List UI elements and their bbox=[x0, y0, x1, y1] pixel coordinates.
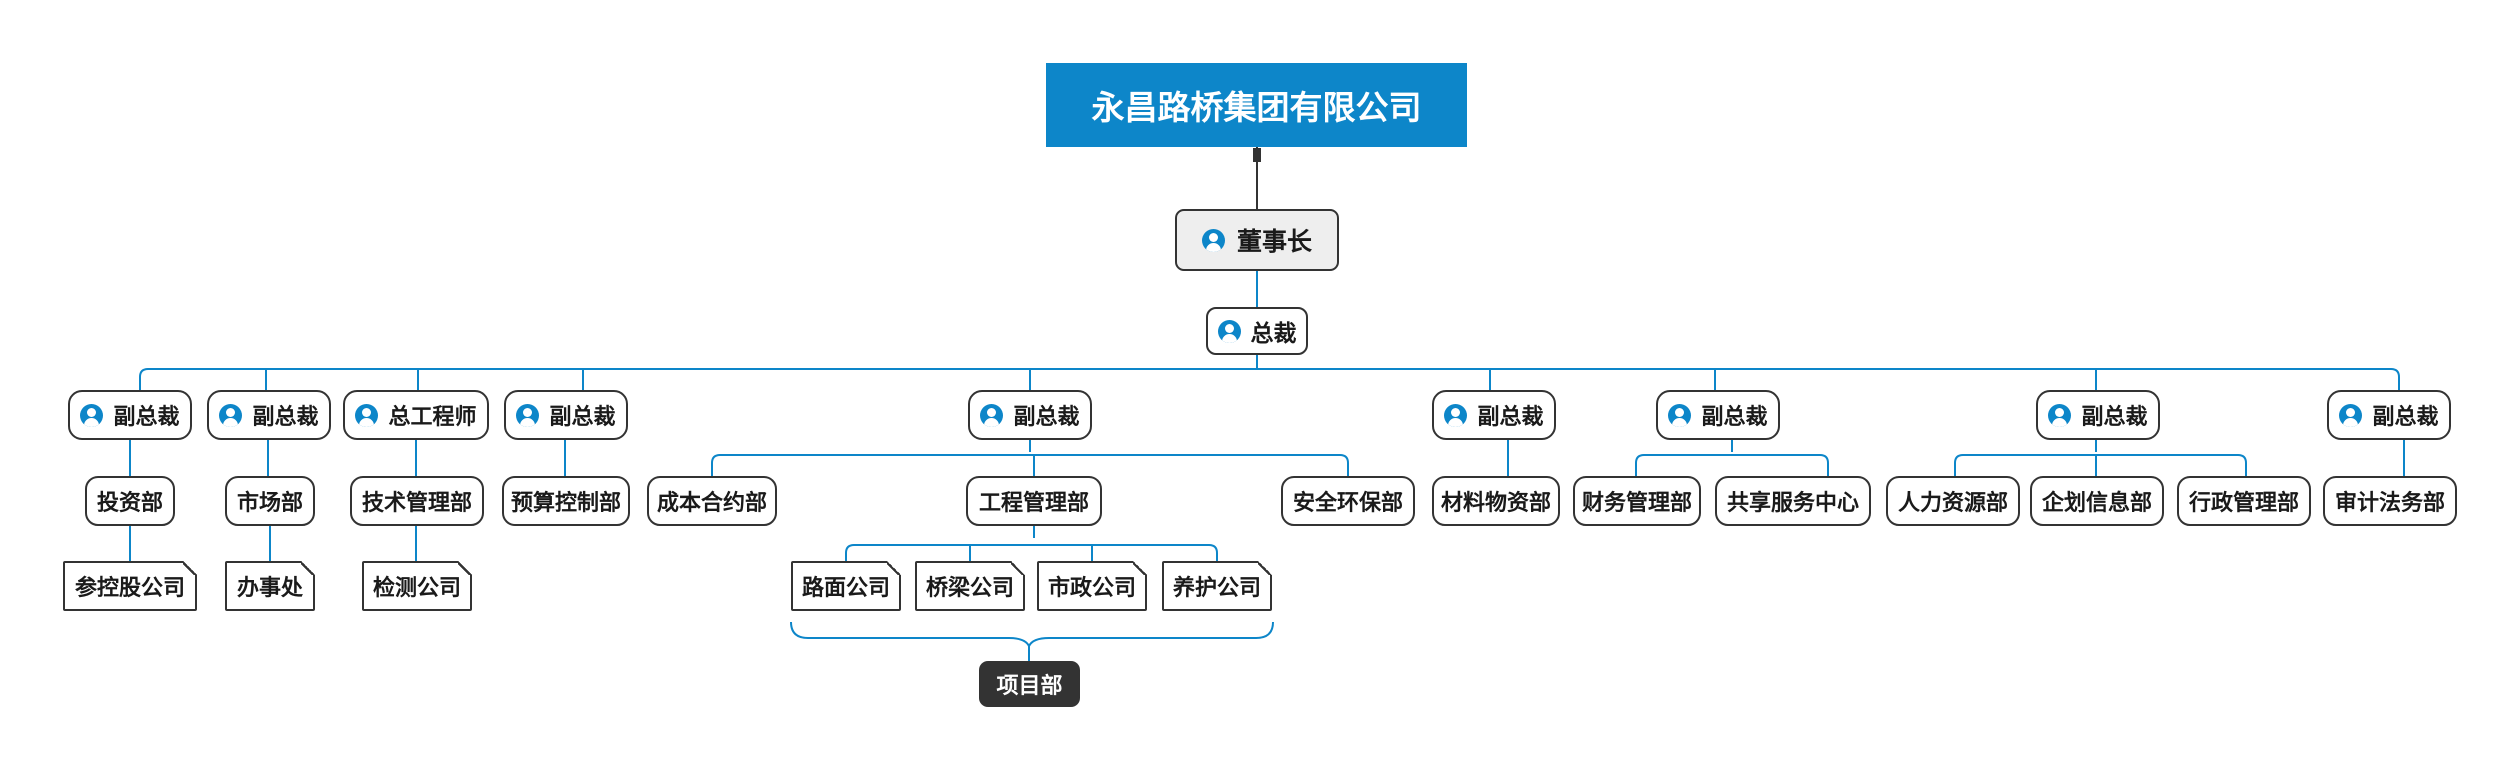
department-label: 人力资源部 bbox=[1897, 491, 2008, 516]
department-node[interactable]: 工程管理部 bbox=[966, 476, 1102, 526]
chairman-node[interactable]: 董事长 bbox=[1175, 209, 1339, 271]
chief-engineer-node[interactable]: 总工程师 bbox=[343, 390, 489, 440]
subunit-node[interactable]: 桥梁公司 bbox=[915, 561, 1025, 611]
executive-node[interactable]: 副总裁 bbox=[1432, 390, 1556, 440]
department-node[interactable]: 材料物资部 bbox=[1432, 476, 1560, 526]
subunit-label: 养护公司 bbox=[1172, 576, 1261, 601]
person-icon bbox=[80, 403, 104, 427]
person-icon bbox=[2048, 403, 2072, 427]
subunit-node[interactable]: 市政公司 bbox=[1037, 561, 1147, 611]
subunit-node[interactable]: 养护公司 bbox=[1162, 561, 1272, 611]
subunit-node[interactable]: 路面公司 bbox=[791, 561, 901, 611]
department-label: 预算控制部 bbox=[510, 491, 621, 516]
department-label: 技术管理部 bbox=[361, 491, 472, 516]
executive-node[interactable]: 副总裁 bbox=[207, 390, 331, 440]
person-icon bbox=[2339, 403, 2363, 427]
project-group-brace bbox=[790, 621, 1274, 649]
executive-node[interactable]: 副总裁 bbox=[1656, 390, 1780, 440]
executives-departments-connector bbox=[129, 440, 2405, 476]
department-node[interactable]: 成本合约部 bbox=[647, 476, 777, 526]
subunit-label: 办事处 bbox=[236, 576, 303, 601]
department-node[interactable]: 投资部 bbox=[85, 476, 175, 526]
subunit-label: 路面公司 bbox=[801, 576, 890, 601]
subunit-label: 桥梁公司 bbox=[925, 576, 1014, 601]
department-label: 行政管理部 bbox=[2188, 491, 2299, 516]
department-node[interactable]: 人力资源部 bbox=[1886, 476, 2020, 526]
executive-node[interactable]: 副总裁 bbox=[504, 390, 628, 440]
company-root-node[interactable]: 永昌路桥集团有限公司 bbox=[1046, 63, 1467, 147]
department-label: 共享服务中心 bbox=[1726, 491, 1859, 516]
executive-label: 副总裁 bbox=[1477, 405, 1544, 430]
department-node[interactable]: 企划信息部 bbox=[2030, 476, 2164, 526]
department-node[interactable]: 安全环保部 bbox=[1281, 476, 1415, 526]
subunit-label: 参控股公司 bbox=[74, 576, 185, 601]
department-label: 工程管理部 bbox=[978, 491, 1089, 516]
department-label: 投资部 bbox=[96, 491, 163, 516]
executive-label: 副总裁 bbox=[549, 405, 616, 430]
department-label: 财务管理部 bbox=[1581, 491, 1692, 516]
executive-label: 副总裁 bbox=[113, 405, 180, 430]
root-connector-handle bbox=[1253, 148, 1261, 162]
person-icon bbox=[219, 403, 243, 427]
executive-label: 副总裁 bbox=[2372, 405, 2439, 430]
department-label: 成本合约部 bbox=[656, 491, 767, 516]
department-node[interactable]: 共享服务中心 bbox=[1715, 476, 1871, 526]
department-node[interactable]: 财务管理部 bbox=[1573, 476, 1701, 526]
executive-label: 副总裁 bbox=[1701, 405, 1768, 430]
executive-node[interactable]: 副总裁 bbox=[968, 390, 1092, 440]
department-node[interactable]: 行政管理部 bbox=[2177, 476, 2311, 526]
subunit-node[interactable]: 检测公司 bbox=[362, 561, 472, 611]
executive-label: 副总裁 bbox=[252, 405, 319, 430]
executive-label: 副总裁 bbox=[2081, 405, 2148, 430]
person-icon bbox=[1217, 319, 1241, 343]
project-department-tag[interactable]: 项目部 bbox=[979, 661, 1080, 707]
subunit-label: 市政公司 bbox=[1047, 576, 1136, 601]
project-department-label: 项目部 bbox=[996, 674, 1063, 699]
president-label: 总裁 bbox=[1250, 321, 1297, 347]
executive-node[interactable]: 副总裁 bbox=[2327, 390, 2451, 440]
person-icon bbox=[1444, 403, 1468, 427]
president-executives-connector bbox=[139, 355, 2400, 390]
president-node[interactable]: 总裁 bbox=[1206, 307, 1308, 355]
person-icon bbox=[355, 403, 379, 427]
department-node[interactable]: 审计法务部 bbox=[2323, 476, 2457, 526]
department-node[interactable]: 预算控制部 bbox=[502, 476, 630, 526]
executive-node[interactable]: 副总裁 bbox=[68, 390, 192, 440]
department-label: 安全环保部 bbox=[1292, 491, 1403, 516]
executive-label: 副总裁 bbox=[1013, 405, 1080, 430]
subunit-node[interactable]: 参控股公司 bbox=[63, 561, 197, 611]
department-label: 材料物资部 bbox=[1440, 491, 1551, 516]
person-icon bbox=[516, 403, 540, 427]
subunit-label: 检测公司 bbox=[372, 576, 461, 601]
department-label: 审计法务部 bbox=[2334, 491, 2445, 516]
department-label: 企划信息部 bbox=[2041, 491, 2152, 516]
departments-subunits-connector bbox=[129, 526, 1218, 561]
department-node[interactable]: 技术管理部 bbox=[350, 476, 484, 526]
person-icon bbox=[980, 403, 1004, 427]
department-label: 市场部 bbox=[236, 491, 303, 516]
subunit-node[interactable]: 办事处 bbox=[225, 561, 315, 611]
person-icon bbox=[1668, 403, 1692, 427]
person-icon bbox=[1201, 228, 1225, 252]
department-node[interactable]: 市场部 bbox=[225, 476, 315, 526]
company-name: 永昌路桥集团有限公司 bbox=[1091, 88, 1422, 127]
chairman-label: 董事长 bbox=[1236, 227, 1312, 256]
executive-label: 总工程师 bbox=[388, 405, 477, 430]
executive-node[interactable]: 副总裁 bbox=[2036, 390, 2160, 440]
